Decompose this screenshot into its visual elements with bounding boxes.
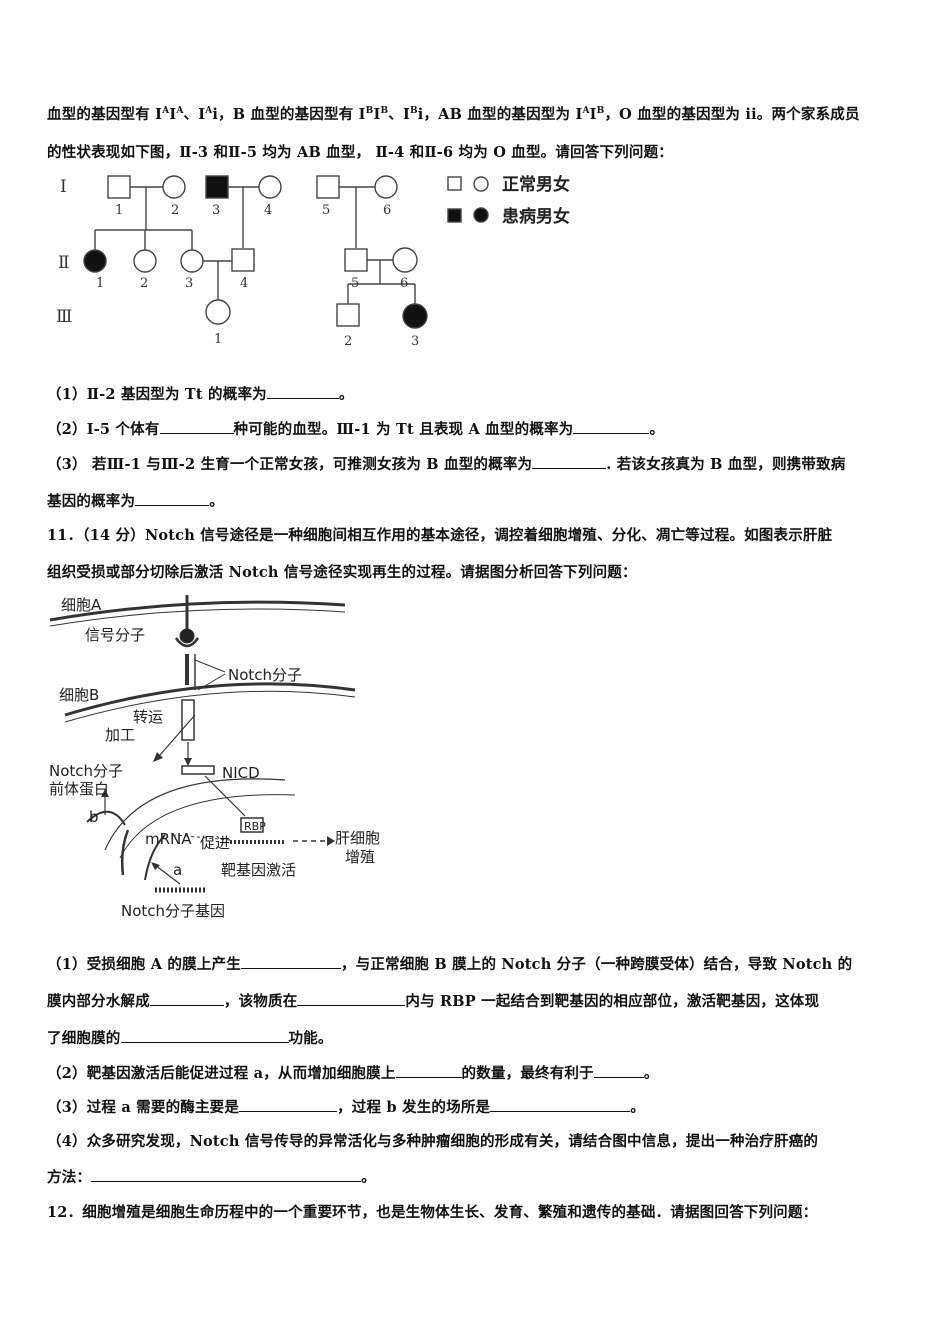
legend-normal: 正常男女 (502, 174, 570, 195)
liver-label-1: 肝细胞 (335, 829, 380, 847)
answer-blank[interactable] (149, 991, 224, 1006)
q11-part-1-end: 了细胞膜的功能。 (47, 1028, 333, 1047)
label-III-3: 3 (411, 334, 419, 349)
gen-III-label: Ⅲ (56, 307, 72, 327)
label-III-1: 1 (214, 332, 222, 347)
I-1-male (107, 175, 131, 199)
q11-part-1-cont: 膜内部分水解成，该物质在内与 RBP 一起结合到靶基因的相应部位，激活靶基因，这… (47, 991, 820, 1010)
precursor-label-2: 前体蛋白 (49, 780, 109, 798)
III-1-female (205, 299, 231, 325)
q11-part-4-cont: 方法：。 (47, 1167, 376, 1186)
answer-blank[interactable] (266, 384, 339, 399)
intro-line-2: 的性状表现如下图，Ⅱ-3 和Ⅱ-5 均为 AB 血型， Ⅱ-4 和Ⅱ-6 均为 … (47, 144, 673, 161)
label-I-2: 2 (171, 203, 179, 218)
answer-blank[interactable] (573, 419, 650, 434)
answer-blank[interactable] (135, 491, 210, 506)
III-2-male (336, 303, 360, 327)
process-a-label: a (173, 861, 182, 879)
processing-label: 加工 (105, 726, 135, 744)
II-5-male (344, 248, 368, 272)
II-6-female (392, 247, 418, 273)
label-I-5: 5 (322, 203, 330, 218)
q11-header-2: 组织受损或部分切除后激活 Notch 信号途径实现再生的过程。请据图分析回答下列… (47, 564, 637, 581)
q11-part-1: （1）受损细胞 A 的膜上产生，与正常细胞 B 膜上的 Notch 分子（一种跨… (47, 954, 853, 973)
answer-blank[interactable] (395, 1063, 462, 1078)
target-gene-label: 靶基因激活 (221, 861, 296, 879)
answer-blank[interactable] (490, 1097, 631, 1112)
rbp-label: RBP (244, 820, 266, 833)
q10-part-2: （2）Ⅰ-5 个体有种可能的血型。Ⅲ-1 为 Tt 且表现 A 血型的概率为。 (47, 419, 665, 438)
legend-affected: 患病男女 (502, 206, 570, 227)
gen-I-label: Ⅰ (60, 177, 67, 197)
answer-blank[interactable] (240, 954, 341, 969)
notch-diagram: 细胞A 信号分子 Notch分子 细胞B 转运 加工 NICD Notch分子 … (49, 595, 380, 920)
intro-line-1: 血型的基因型有 IAIA、IAi，B 血型的基因型有 IBIB、IBi，AB 血… (47, 106, 860, 123)
label-II-1: 1 (96, 276, 104, 291)
answer-blank[interactable] (159, 419, 234, 434)
label-I-1: 1 (115, 203, 123, 218)
label-II-5: 5 (351, 276, 359, 291)
gen-II-label: Ⅱ (58, 253, 70, 273)
liver-label-2: 增殖 (345, 848, 375, 866)
label-II-3: 3 (185, 276, 193, 291)
answer-blank[interactable] (297, 991, 406, 1006)
q12-header: 12．细胞增殖是细胞生命历程中的一个重要环节，也是生物体生长、发育、繁殖和遗传的… (47, 1204, 818, 1221)
q10-part-3-cont: 基因的概率为。 (47, 491, 224, 510)
q11-header: 11．（14 分）Notch 信号途径是一种细胞间相互作用的基本途径，调控着细胞… (47, 527, 833, 544)
II-3-female (180, 249, 204, 273)
label-II-4: 4 (240, 276, 248, 291)
q10-part-1: （1）Ⅱ-2 基因型为 Tt 的概率为。 (47, 384, 354, 403)
notch-molecule-label: Notch分子 (228, 666, 302, 684)
transport-label: 转运 (133, 708, 163, 726)
label-II-6: 6 (400, 276, 408, 291)
mrna-label: mRNA (145, 830, 192, 848)
I-6-female (374, 175, 398, 199)
I-3-affected-male (205, 175, 229, 199)
q11-part-2: （2）靶基因激活后能促进过程 a，从而增加细胞膜上的数量，最终有利于。 (47, 1063, 659, 1082)
process-b-label: b (89, 808, 99, 826)
I-2-female (162, 175, 186, 199)
signal-molecule-label: 信号分子 (85, 626, 145, 644)
notch-gene-label: Notch分子基因 (121, 902, 225, 920)
II-1-affected-female (83, 249, 107, 273)
I-5-male (316, 175, 340, 199)
label-II-2: 2 (140, 276, 148, 291)
q11-part-4: （4）众多研究发现，Notch 信号传导的异常活化与多种肿瘤细胞的形成有关，请结… (47, 1133, 819, 1150)
label-I-6: 6 (383, 203, 391, 218)
pedigree-chart: Ⅰ Ⅱ Ⅲ 1 2 3 4 5 6 1 2 3 4 5 6 1 2 3 正常男女… (56, 174, 570, 349)
q11-part-3: （3）过程 a 需要的酶主要是，过程 b 发生的场所是。 (47, 1097, 645, 1116)
answer-blank[interactable] (532, 454, 607, 469)
label-I-4: 4 (264, 203, 272, 218)
II-4-male (231, 248, 255, 272)
precursor-label-1: Notch分子 (49, 762, 123, 780)
I-4-female (258, 175, 282, 199)
answer-blank[interactable] (239, 1097, 338, 1112)
promote-label: 促进 (200, 834, 230, 852)
answer-blank[interactable] (91, 1167, 362, 1182)
cell-b-label: 细胞B (59, 686, 99, 704)
III-3-affected-female (402, 303, 428, 329)
cell-a-label: 细胞A (61, 596, 102, 614)
answer-blank[interactable] (120, 1028, 289, 1043)
nicd-label: NICD (222, 764, 260, 782)
label-III-2: 2 (344, 334, 352, 349)
q10-part-3: （3） 若Ⅲ-1 与Ⅲ-2 生育一个正常女孩，可推测女孩为 B 血型的概率为. … (47, 454, 846, 473)
label-I-3: 3 (212, 203, 220, 218)
answer-blank[interactable] (593, 1063, 644, 1078)
II-2-female (133, 249, 157, 273)
